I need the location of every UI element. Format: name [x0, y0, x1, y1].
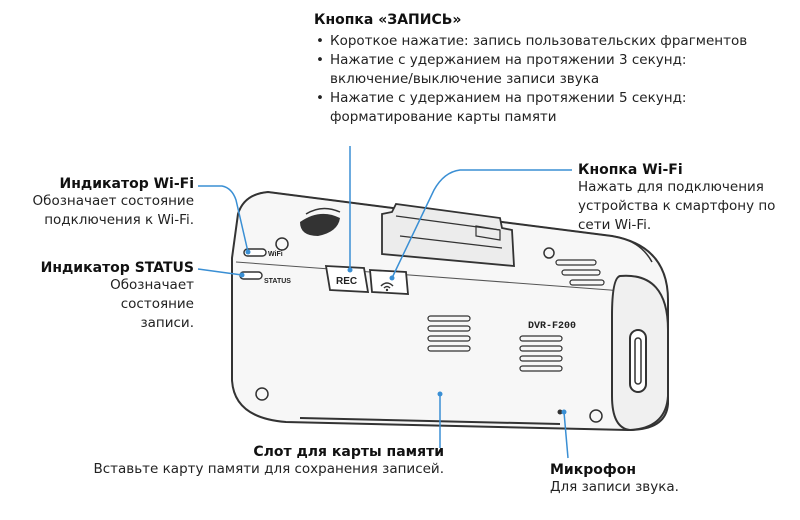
vents [427, 259, 605, 372]
wifi-button [369, 269, 409, 295]
card-slot-desc: Вставьте карту памяти для сохранения зап… [93, 461, 444, 477]
wifi-indicator-title: Индикатор Wi-Fi [59, 176, 195, 192]
wifi-led-label: WiFi [268, 251, 283, 258]
rec-button [324, 265, 370, 293]
status-indicator-callout: Индикатор STATUS Обозначает состояние за… [4, 260, 194, 333]
status-indicator-title: Индикатор STATUS [40, 260, 194, 276]
leader-lines [197, 146, 572, 459]
rec-label: REC [336, 276, 357, 287]
status-indicator-desc: Обозначает состояние записи. [110, 277, 194, 331]
rec-bullet: Нажатие с удержанием на протяжении 3 сек… [314, 51, 730, 89]
rec-button-title: Кнопка «ЗАПИСЬ» [314, 12, 462, 28]
microphone-title: Микрофон [550, 462, 637, 478]
card-slot-callout: Слот для карты памяти Вставьте карту пам… [60, 444, 444, 479]
wifi-indicator-desc: Обозначает состояние подключения к Wi-Fi… [32, 193, 194, 228]
microphone-desc: Для записи звука. [550, 479, 679, 495]
mount-bracket [381, 203, 515, 267]
card-slot [299, 417, 561, 425]
microphone-hole [557, 409, 563, 415]
leader-wifi-led [198, 185, 249, 253]
rec-bullet: Короткое нажатие: запись пользовательски… [314, 32, 800, 51]
rec-button-bullets: Короткое нажатие: запись пользовательски… [314, 32, 800, 127]
wifi-button-title: Кнопка Wi-Fi [578, 162, 683, 178]
leader-microphone [563, 411, 569, 459]
wifi-indicator-callout: Индикатор Wi-Fi Обозначает состояние под… [4, 176, 194, 230]
microphone-callout: Микрофон Для записи звука. [550, 462, 750, 497]
wifi-button-callout: Кнопка Wi-Fi Нажать для подключения устр… [578, 162, 798, 235]
leader-status-led [197, 268, 243, 276]
rec-bullet: Нажатие с удержанием на протяжении 5 сек… [314, 89, 730, 127]
wifi-button-desc: Нажать для подключения устройства к смар… [578, 179, 776, 233]
rec-button-callout: Кнопка «ЗАПИСЬ» Короткое нажатие: запись… [314, 12, 800, 127]
wifi-button-icon [380, 282, 394, 289]
status-led-label: STATUS [264, 278, 291, 285]
card-slot-title: Слот для карты памяти [253, 444, 444, 460]
model-label: DVR-F200 [528, 321, 576, 332]
usb-port [629, 329, 647, 393]
leader-wifi-button [391, 169, 572, 279]
